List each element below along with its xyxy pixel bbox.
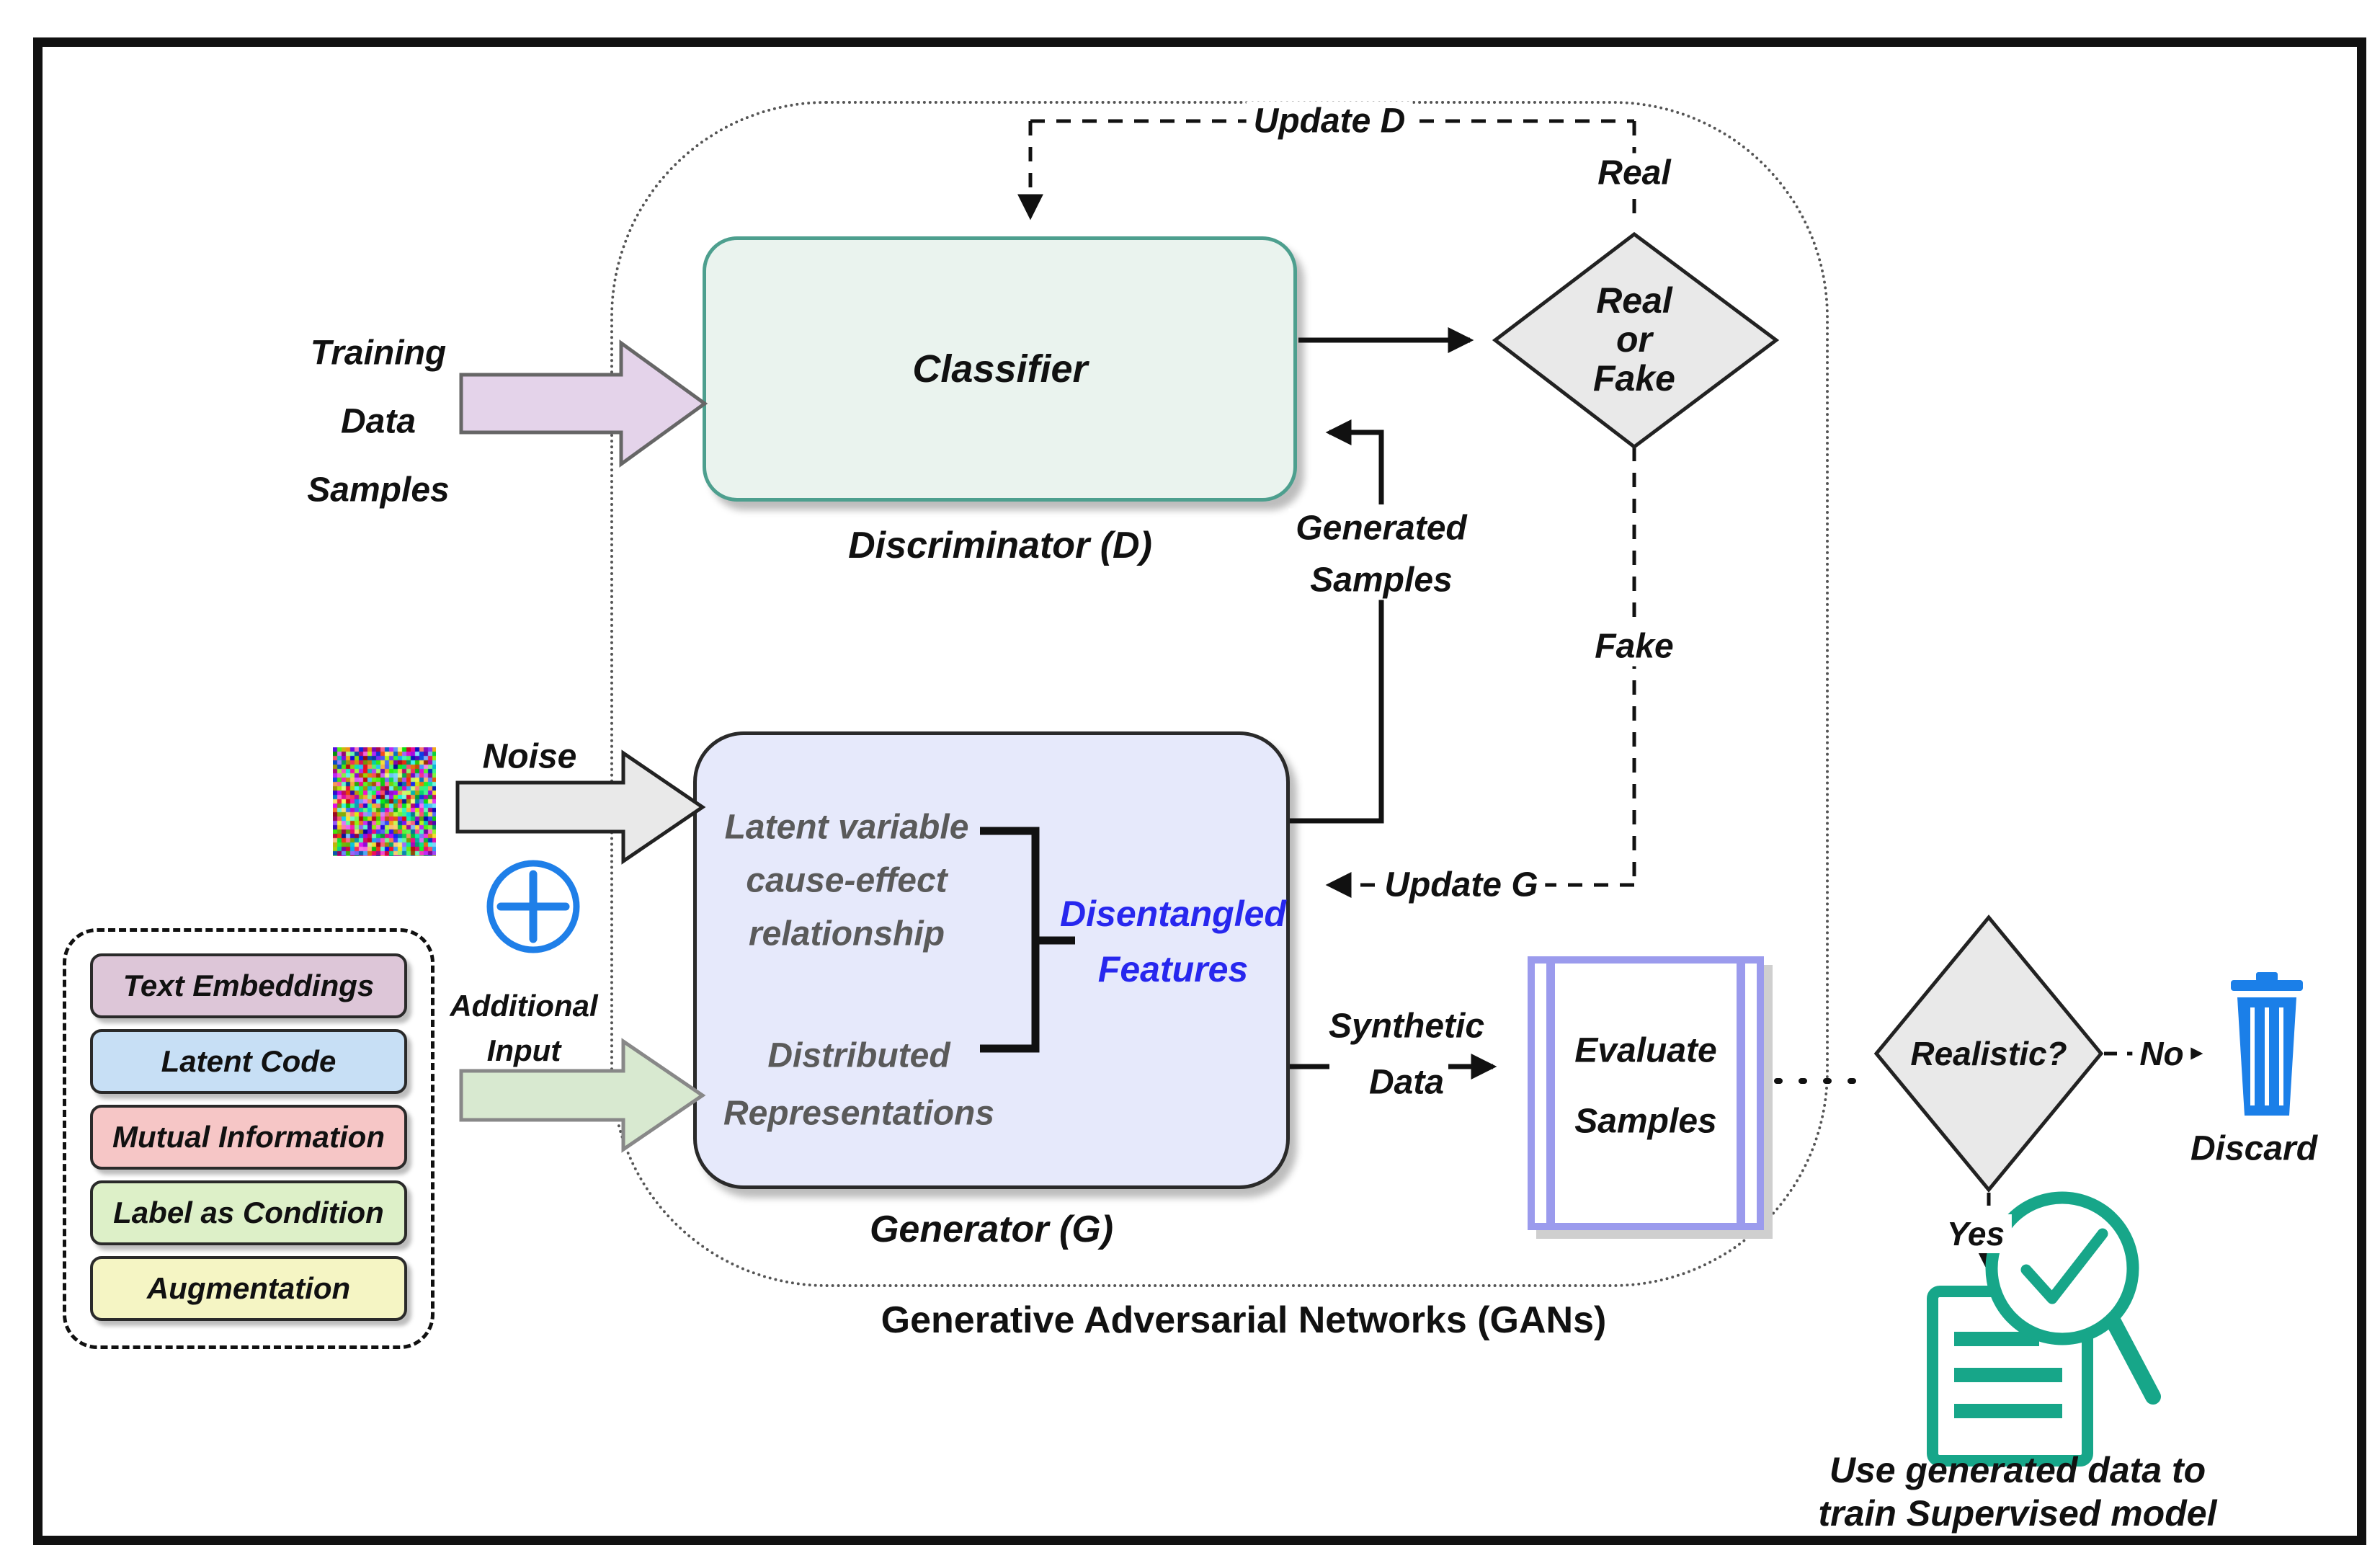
latent-variable-line-3: relationship: [749, 915, 945, 954]
final-caption-line-1: Use generated data to: [1829, 1449, 2206, 1491]
evaluate-label-1: Evaluate: [1574, 1031, 1716, 1071]
real-or-fake-line-3: Fake: [1593, 357, 1675, 399]
additional-input-label-1: Additional: [450, 989, 597, 1023]
real-or-fake-line-1: Real: [1596, 280, 1672, 321]
trash-icon: [2231, 972, 2303, 1116]
training-data-arrow: [461, 343, 705, 464]
fake-label: Fake: [1587, 627, 1680, 667]
generated-samples-label-2: Samples: [1303, 561, 1459, 600]
disentangled-line-2: Features: [1098, 948, 1248, 990]
update-g-label: Update G: [1377, 866, 1545, 905]
real-label: Real: [1590, 153, 1677, 193]
realistic-label: Realistic?: [1910, 1034, 2067, 1073]
gans-caption: Generative Adversarial Networks (GANs): [881, 1299, 1607, 1342]
discard-label: Discard: [2190, 1129, 2317, 1169]
distributed-line-2: Representations: [723, 1094, 994, 1134]
feature-bracket-icon: [980, 831, 1075, 1049]
classifier-label: Classifier: [912, 347, 1087, 391]
additional-input-label-2: Input: [487, 1033, 561, 1068]
disentangled-line-1: Disentangled: [1060, 893, 1286, 935]
generator-caption: Generator (G): [870, 1208, 1113, 1251]
training-label-1: Training: [311, 334, 446, 373]
latent-variable-line-1: Latent variable: [725, 808, 969, 847]
discriminator-caption: Discriminator (D): [848, 524, 1152, 567]
no-label: No: [2132, 1034, 2190, 1073]
training-label-2: Data: [341, 402, 416, 442]
evaluate-label-2: Samples: [1574, 1102, 1716, 1142]
noise-label: Noise: [483, 737, 577, 777]
synthetic-data-label-1: Synthetic: [1329, 1007, 1484, 1046]
update-d-label: Update D: [1247, 102, 1413, 141]
real-or-fake-line-2: or: [1616, 319, 1652, 360]
distributed-line-1: Distributed: [767, 1036, 950, 1076]
final-caption-line-2: train Supervised model: [1819, 1492, 2217, 1534]
generated-samples-label-1: Generated: [1288, 509, 1474, 548]
training-label-3: Samples: [307, 471, 449, 510]
yes-label: Yes: [1940, 1214, 2012, 1253]
latent-variable-line-2: cause-effect: [746, 861, 947, 901]
generated-samples-arrow: [1290, 432, 1381, 821]
synthetic-data-label-2: Data: [1369, 1063, 1444, 1103]
plus-icon: [490, 863, 576, 950]
